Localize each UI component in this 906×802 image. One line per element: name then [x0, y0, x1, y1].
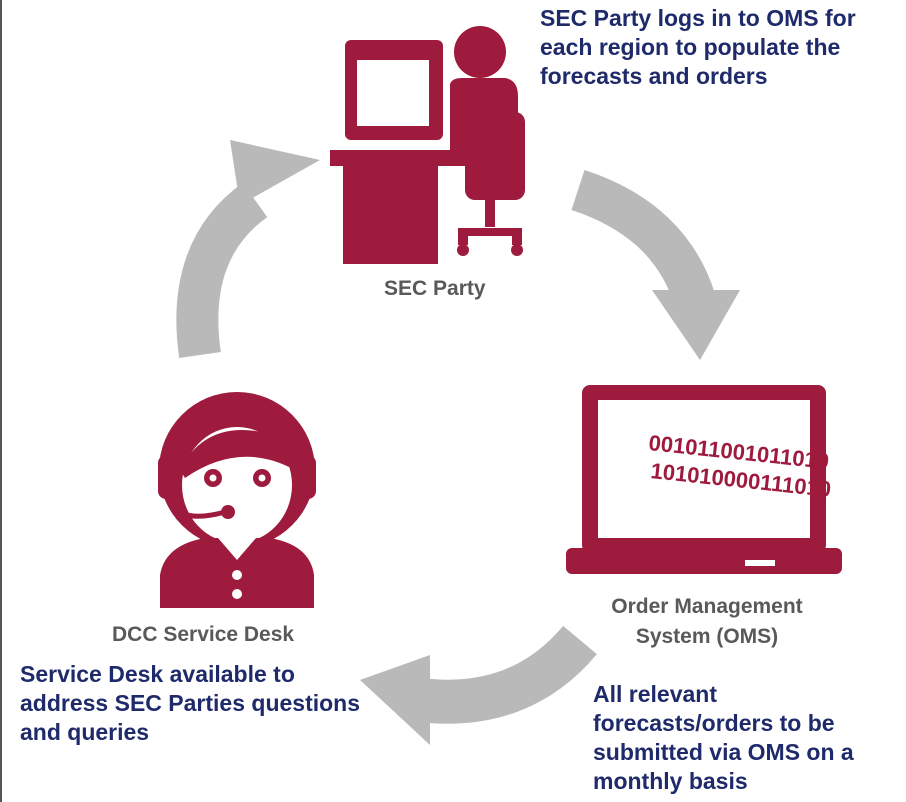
oms-laptop-icon: 001011001011010 101010000111010 [566, 385, 842, 574]
sec-party-label: SEC Party [384, 277, 486, 300]
service-desk-annotation: Service Desk available to address SEC Pa… [20, 661, 361, 745]
arrow-sec-to-oms [571, 170, 740, 360]
login-annotation: SEC Party logs in to OMS for each region… [540, 5, 856, 89]
oms-label: Order Management System (OMS) [611, 595, 803, 648]
submission-annotation: All relevant forecasts/orders to be subm… [593, 681, 854, 794]
sec-party-workstation-icon [330, 26, 525, 264]
service-desk-agent-icon [158, 392, 316, 608]
dcc-service-desk-label: DCC Service Desk [112, 623, 295, 646]
left-border [0, 0, 2, 802]
arrow-oms-to-dcc [360, 625, 597, 745]
arrow-dcc-to-sec [176, 140, 320, 358]
